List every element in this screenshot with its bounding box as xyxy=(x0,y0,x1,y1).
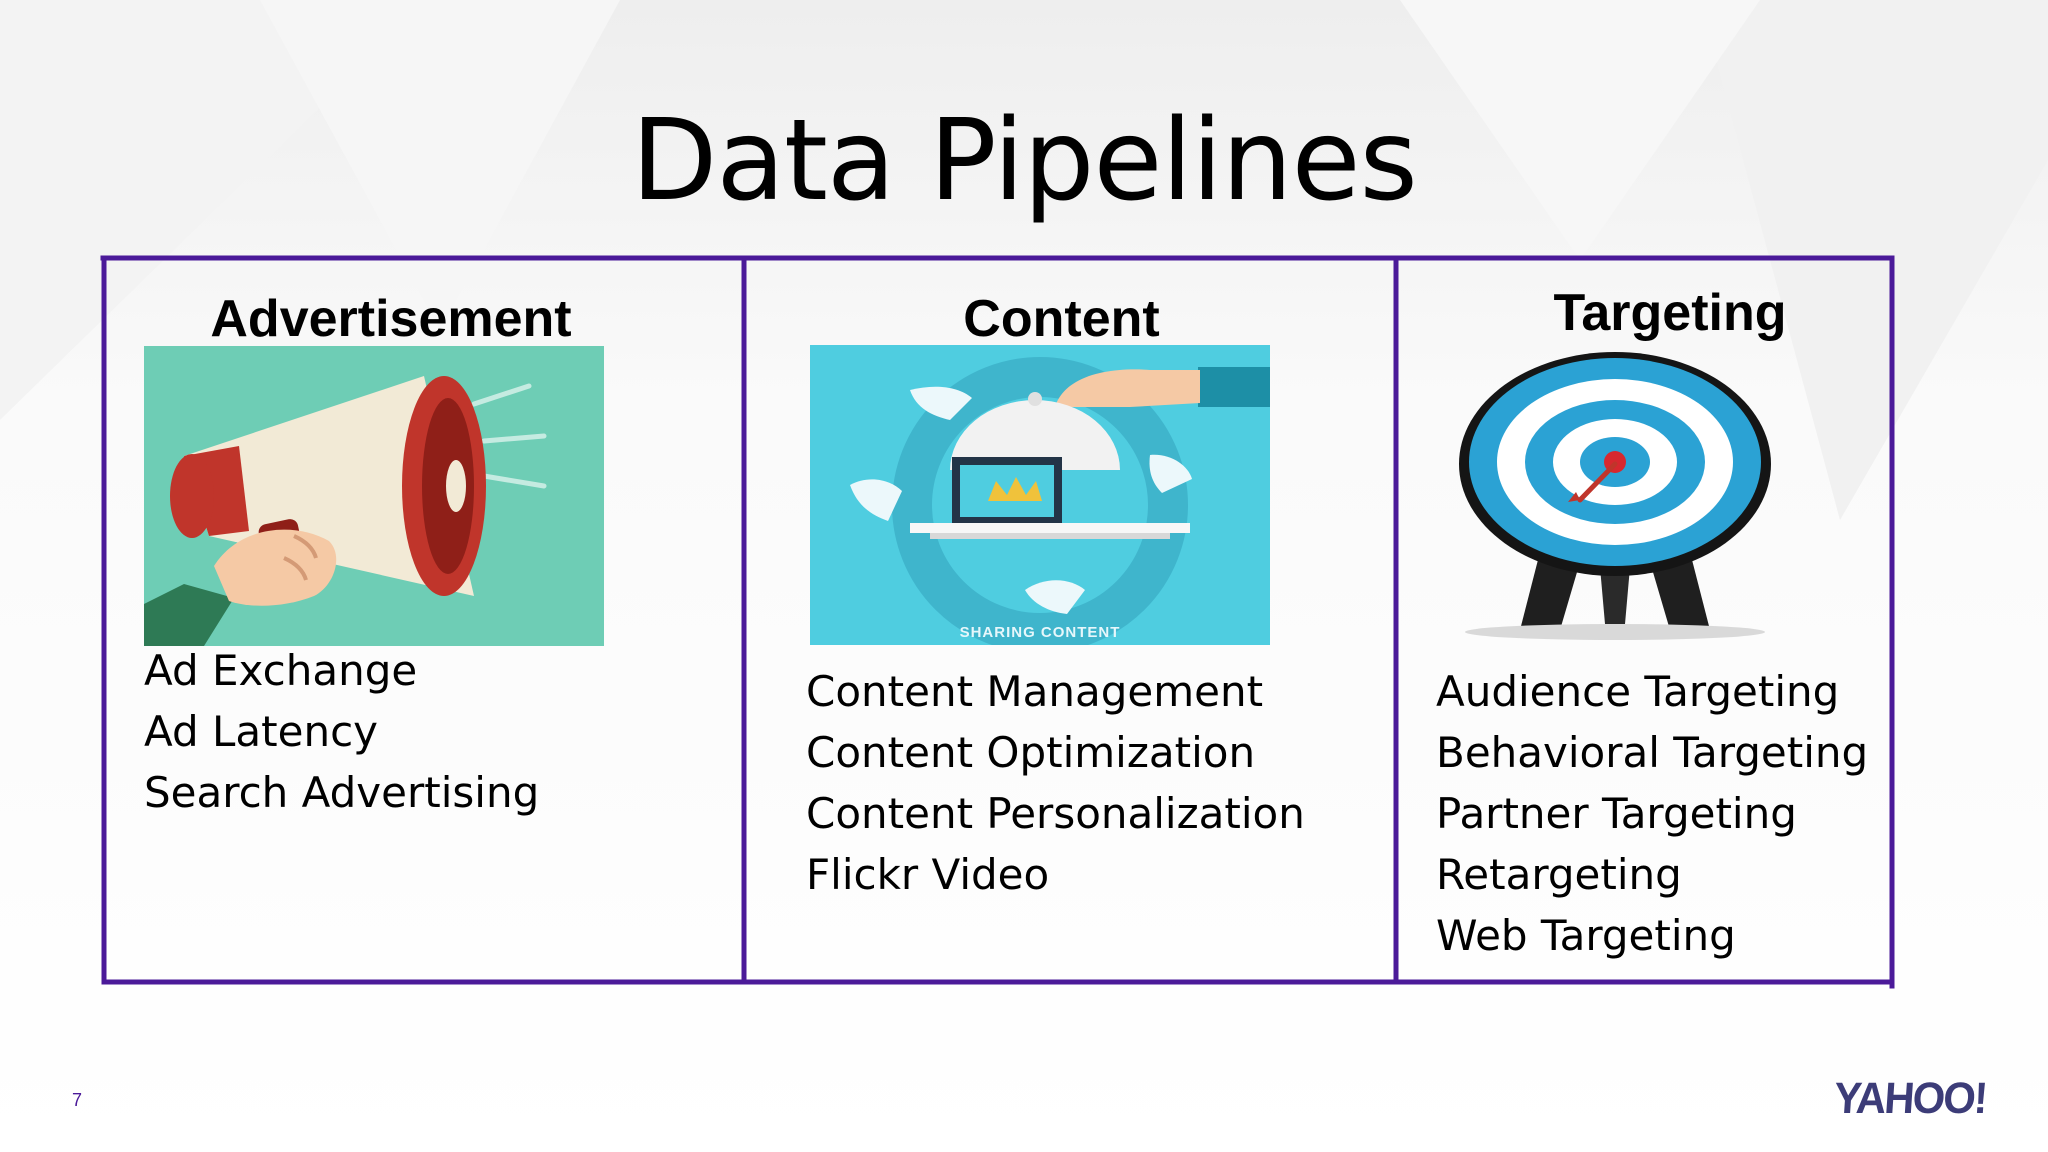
list-item: Flickr Video xyxy=(806,850,1050,899)
sharing-content-illustration: SHARING CONTENT xyxy=(810,345,1270,645)
image-caption: SHARING CONTENT xyxy=(960,624,1121,641)
panel-title-advertisement: Advertisement xyxy=(210,290,572,348)
megaphone-illustration xyxy=(144,346,604,646)
list-item: Ad Latency xyxy=(144,707,379,756)
list-item: Partner Targeting xyxy=(1436,789,1797,838)
list-item: Ad Exchange xyxy=(144,646,418,695)
list-item: Content Management xyxy=(806,667,1264,716)
slide-title: Data Pipelines xyxy=(631,96,1418,226)
yahoo-logo: YAHOO! xyxy=(1832,1074,1988,1123)
panel-title-targeting: Targeting xyxy=(1553,284,1787,342)
list-item: Behavioral Targeting xyxy=(1436,728,1869,777)
list-item: Content Personalization xyxy=(806,789,1305,838)
list-item: Search Advertising xyxy=(144,768,540,817)
list-item: Content Optimization xyxy=(806,728,1256,777)
list-item: Audience Targeting xyxy=(1436,667,1840,716)
list-item: Web Targeting xyxy=(1436,911,1736,960)
list-item: Retargeting xyxy=(1436,850,1682,899)
page-number: 7 xyxy=(72,1090,83,1110)
content-item-list: Content Management Content Optimization … xyxy=(806,661,1305,905)
targeting-item-list: Audience Targeting Behavioral Targeting … xyxy=(1436,661,1868,966)
target-illustration xyxy=(1459,352,1771,640)
advertisement-item-list: Ad Exchange Ad Latency Search Advertisin… xyxy=(144,640,539,823)
panel-title-content: Content xyxy=(963,290,1160,348)
